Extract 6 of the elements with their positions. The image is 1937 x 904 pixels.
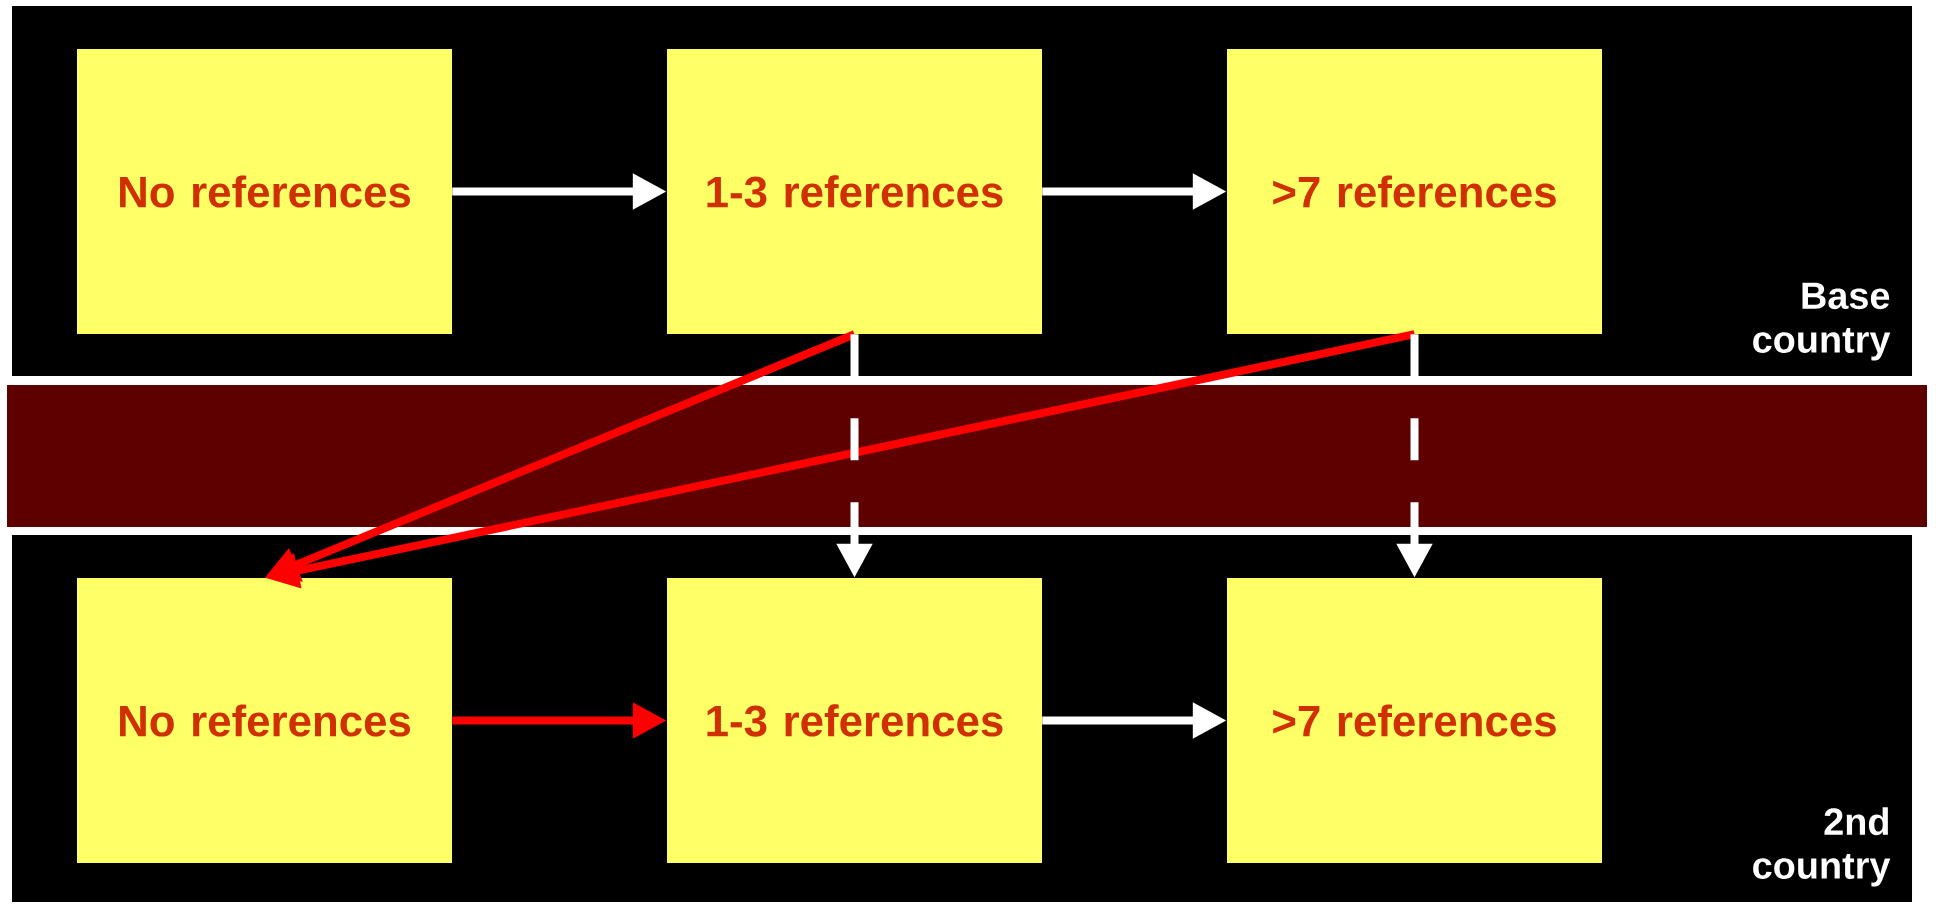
category-box: >7 references — [1227, 578, 1602, 863]
category-box: 1-3 references — [667, 49, 1042, 334]
category-box: No references — [77, 578, 452, 863]
category-box: No references — [77, 49, 452, 334]
category-box: >7 references — [1227, 49, 1602, 334]
category-box: 1-3 references — [667, 578, 1042, 863]
